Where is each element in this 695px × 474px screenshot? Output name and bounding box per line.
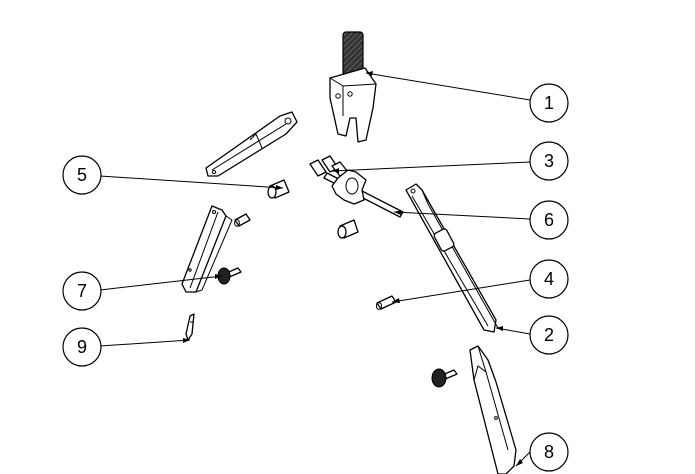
balloon-2: 2 [529,315,569,355]
leader-lines [99,71,531,467]
balloon-label: 8 [544,442,554,462]
balloon-9: 9 [62,327,102,367]
balloon-8: 8 [529,432,569,472]
part-8-lower-leg [469,345,517,474]
part-5-short-arm [205,111,298,177]
balloon-label: 7 [77,281,87,301]
part-1-head-handle [329,31,377,143]
balloon-label: 6 [544,210,554,230]
part-6-shaft-knob [323,169,404,218]
part-4-pin [375,295,397,310]
part-3-pins [309,155,349,177]
balloon-6: 6 [529,200,569,240]
balloon-label: 3 [544,151,554,171]
part-2-long-leg [405,183,499,333]
part-7-holder-leg [181,205,233,293]
balloon-1: 1 [529,83,569,123]
balloon-4: 4 [529,259,569,299]
part-7-pin [234,213,251,227]
part-7-thumb-screw [217,267,242,285]
balloon-label: 1 [544,93,554,113]
balloon-5: 5 [62,155,102,195]
balloon-label: 9 [77,337,87,357]
balloon-label: 2 [544,325,554,345]
balloon-3: 3 [529,141,569,181]
balloon-7: 7 [62,271,102,311]
part-9-needle [185,313,195,341]
balloon-label: 5 [77,165,87,185]
part-6-bushing [337,219,359,239]
balloon-label: 4 [544,269,554,289]
part-8-thumb-screw [431,368,458,388]
